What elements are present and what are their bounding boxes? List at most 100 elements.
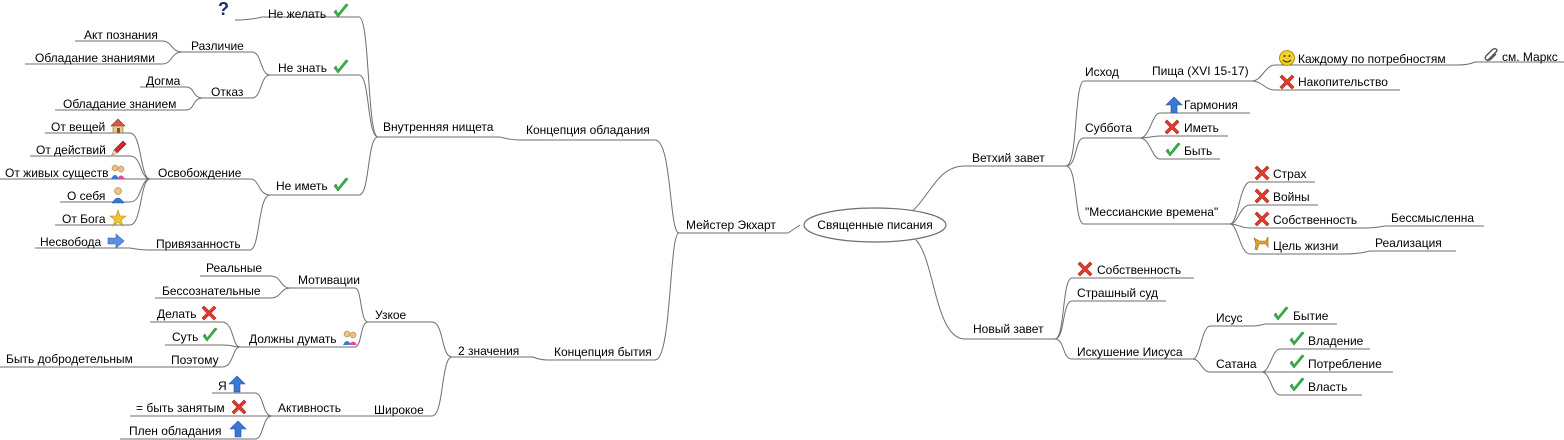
node-therefore[interactable]: Поэтому xyxy=(171,353,219,367)
node-life-goal[interactable]: Цель жизни xyxy=(1273,239,1338,253)
central-node[interactable]: Священные писания xyxy=(803,207,947,243)
smiley-icon xyxy=(1279,50,1295,66)
node-real[interactable]: Реальные xyxy=(206,261,262,275)
node-not-want[interactable]: Не желать xyxy=(268,7,326,21)
arrow-up-icon xyxy=(229,420,247,438)
node-to-each-by-needs[interactable]: Каждому по потребностям xyxy=(1298,52,1446,66)
node-new-testament[interactable]: Новый завет xyxy=(973,322,1044,336)
node-not-have[interactable]: Не иметь xyxy=(276,179,328,193)
node-inner-poverty[interactable]: Внутренняя нищета xyxy=(383,120,494,134)
check-icon xyxy=(1289,331,1305,346)
node-property-2[interactable]: Собственность xyxy=(1097,263,1181,277)
person-icon xyxy=(111,187,125,204)
node-refusal[interactable]: Отказ xyxy=(211,85,244,99)
node-satan[interactable]: Сатана xyxy=(1216,357,1257,371)
node-unconscious[interactable]: Бессознательные xyxy=(162,284,261,298)
cross-icon xyxy=(1077,261,1093,277)
node-food[interactable]: Пища (XVI 15-17) xyxy=(1152,64,1249,78)
cross-icon xyxy=(1254,188,1270,204)
node-old-testament[interactable]: Ветхий завет xyxy=(972,151,1045,165)
check-icon xyxy=(1273,306,1289,321)
check-icon xyxy=(333,59,349,74)
node-knowledge-possession-2[interactable]: Обладание знанием xyxy=(63,97,176,111)
edges-right xyxy=(905,61,1564,396)
node-from-things[interactable]: От вещей xyxy=(51,120,105,134)
node-wars[interactable]: Войны xyxy=(1273,190,1310,204)
right-branch: Ветхий завет Исход Пища (XVI 15-17) Кажд… xyxy=(972,47,1558,394)
check-icon xyxy=(333,177,349,192)
node-see-marx[interactable]: см. Маркс xyxy=(1502,50,1558,64)
node-eckhart[interactable]: Мейстер Экхарт xyxy=(686,218,776,232)
node-knowledge-possession[interactable]: Обладание знаниями xyxy=(35,51,155,65)
cross-icon xyxy=(1164,119,1180,135)
cross-icon xyxy=(1254,165,1270,181)
node-dogma[interactable]: Догма xyxy=(146,74,181,88)
node-from-self[interactable]: О себя xyxy=(67,189,105,203)
node-fear[interactable]: Страх xyxy=(1273,167,1307,181)
node-last-judgment[interactable]: Страшный суд xyxy=(1077,286,1158,300)
node-power[interactable]: Власть xyxy=(1308,380,1347,394)
node-activity[interactable]: Активность xyxy=(278,401,341,415)
node-should-think[interactable]: Должны думать xyxy=(249,332,337,346)
check-icon xyxy=(1165,142,1181,157)
node-temptation[interactable]: Искушение Иисуса xyxy=(1077,345,1183,359)
left-branch: Мейстер Экхарт Концепция обладания Внутр… xyxy=(5,0,776,438)
node-be[interactable]: Быть xyxy=(1184,144,1212,158)
node-essence[interactable]: Суть xyxy=(172,330,198,344)
arrow-up-icon xyxy=(228,375,246,393)
node-being-concept[interactable]: Концепция бытия xyxy=(554,345,652,359)
node-consumption[interactable]: Потребление xyxy=(1308,357,1382,371)
node-property-1[interactable]: Собственность xyxy=(1273,213,1357,227)
question-icon: ? xyxy=(218,0,229,19)
attachment-icon xyxy=(1484,47,1498,62)
node-from-god[interactable]: От Бога xyxy=(62,212,106,226)
node-exodus[interactable]: Исход xyxy=(1085,65,1119,79)
node-two-meanings[interactable]: 2 значения xyxy=(458,344,519,358)
edges-left xyxy=(0,16,801,440)
check-icon xyxy=(1289,354,1305,369)
check-icon xyxy=(202,327,218,342)
people-icon xyxy=(110,164,126,180)
node-do[interactable]: Делать xyxy=(157,307,197,321)
star-icon xyxy=(109,209,127,227)
node-accumulation[interactable]: Накопительство xyxy=(1298,75,1388,89)
node-i[interactable]: Я xyxy=(218,379,227,393)
node-ownership[interactable]: Владение xyxy=(1308,334,1364,348)
node-virtuous[interactable]: Быть добродетельным xyxy=(6,352,133,366)
pencil-icon xyxy=(111,140,127,156)
check-icon xyxy=(1289,377,1305,392)
central-label: Священные писания xyxy=(817,218,932,232)
node-liberation[interactable]: Освобождение xyxy=(158,166,242,180)
node-unfreedom[interactable]: Несвобода xyxy=(40,235,102,249)
node-motivations[interactable]: Мотивации xyxy=(298,273,360,287)
node-from-actions[interactable]: От действий xyxy=(36,143,106,157)
node-jesus[interactable]: Исус xyxy=(1216,311,1243,325)
people-icon xyxy=(342,330,358,346)
node-have[interactable]: Иметь xyxy=(1184,121,1219,135)
cross-icon xyxy=(201,305,217,321)
node-existence[interactable]: Бытие xyxy=(1293,309,1329,323)
node-act-of-cognition[interactable]: Акт познания xyxy=(84,28,158,42)
node-from-living-beings[interactable]: От живых существ xyxy=(5,166,109,180)
cross-icon xyxy=(1254,211,1270,227)
house-icon xyxy=(110,118,126,134)
arrow-up-icon xyxy=(1165,96,1183,114)
node-narrow[interactable]: Узкое xyxy=(375,308,407,322)
node-messianic-times[interactable]: "Мессианские времена" xyxy=(1085,205,1218,219)
node-be-busy[interactable]: = быть занятым xyxy=(136,401,225,415)
node-possession-captivity[interactable]: Плен обладания xyxy=(129,424,221,438)
node-harmony[interactable]: Гармония xyxy=(1184,98,1238,112)
node-not-know[interactable]: Не знать xyxy=(278,61,327,75)
node-realization[interactable]: Реализация xyxy=(1375,236,1442,250)
node-attachment[interactable]: Привязанность xyxy=(156,237,241,251)
cross-icon xyxy=(1279,74,1295,90)
node-broad[interactable]: Широкое xyxy=(374,403,424,417)
node-sabbath[interactable]: Суббота xyxy=(1085,121,1132,135)
arrow-right-icon xyxy=(107,233,125,249)
horn-icon xyxy=(1253,236,1269,251)
node-possession-concept[interactable]: Концепция обладания xyxy=(526,123,650,137)
node-difference[interactable]: Различие xyxy=(191,39,244,53)
node-meaningless[interactable]: Бессмысленна xyxy=(1391,211,1474,225)
check-icon xyxy=(333,3,349,18)
